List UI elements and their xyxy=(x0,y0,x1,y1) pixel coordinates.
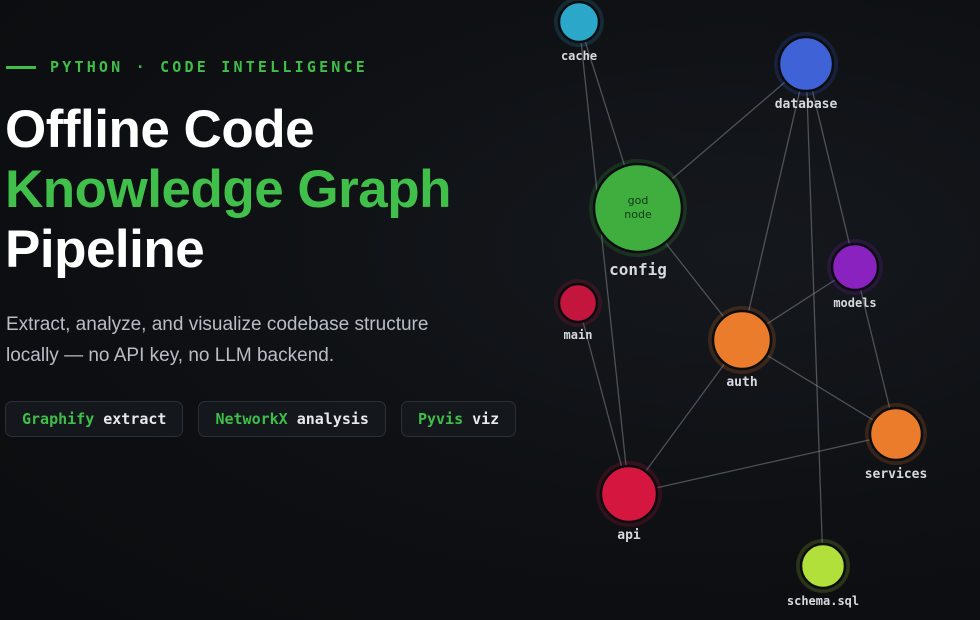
page-title: Offline Code Knowledge Graph Pipeline xyxy=(5,100,451,280)
edge-database-schema xyxy=(805,63,824,567)
node-main[interactable]: main xyxy=(554,279,602,342)
tool-chips: Graphify extract NetworkX analysis Pyvis… xyxy=(5,401,517,437)
chip-networkx[interactable]: NetworkX analysis xyxy=(198,401,386,437)
node-circle xyxy=(592,162,684,254)
title-line-3: Pipeline xyxy=(5,220,205,279)
node-cache[interactable]: cache xyxy=(554,0,604,63)
node-circle xyxy=(830,242,880,292)
edge-database-auth xyxy=(741,63,807,341)
description-line-2: locally — no API key, no LLM backend. xyxy=(6,345,335,366)
chip-label: extract xyxy=(103,410,167,428)
chip-label: analysis xyxy=(296,410,369,428)
edge-api-services xyxy=(628,433,897,495)
chip-graphify[interactable]: Graphify extract xyxy=(5,401,184,437)
edge-auth-api xyxy=(628,339,743,495)
edge-database-models xyxy=(805,63,856,268)
node-circle xyxy=(777,35,835,93)
edge-cache-api xyxy=(578,21,630,495)
eyebrow-rule xyxy=(6,65,36,69)
node-label: api xyxy=(617,528,641,543)
chip-label: viz xyxy=(472,410,500,428)
edge-models-services xyxy=(854,266,897,435)
node-inner-text: node xyxy=(624,208,652,221)
node-api[interactable]: api xyxy=(596,461,662,543)
description-line-1: Extract, analyze, and visualize codebase… xyxy=(6,314,429,335)
node-circle xyxy=(868,406,924,462)
node-label: models xyxy=(833,296,876,310)
title-line-2: Knowledge Graph xyxy=(5,160,451,219)
node-label: cache xyxy=(561,49,597,63)
title-line-1: Offline Code xyxy=(5,100,315,159)
node-label: schema.sql xyxy=(787,594,859,608)
node-circle xyxy=(711,309,773,371)
node-auth[interactable]: auth xyxy=(708,306,776,390)
chip-pyvis[interactable]: Pyvis viz xyxy=(400,401,517,437)
node-label: services xyxy=(865,467,928,482)
node-circle xyxy=(599,464,659,524)
eyebrow-text: PYTHON · CODE INTELLIGENCE xyxy=(50,58,368,76)
chip-keyword: Graphify xyxy=(22,410,95,428)
node-circle xyxy=(557,282,599,324)
node-label: main xyxy=(564,328,593,342)
node-database[interactable]: database xyxy=(774,32,838,112)
node-circle xyxy=(557,0,601,44)
node-models[interactable]: models xyxy=(827,239,883,310)
node-label: config xyxy=(609,260,667,279)
node-label: database xyxy=(775,97,838,112)
edge-main-api xyxy=(577,302,630,495)
chip-keyword: Pyvis xyxy=(417,410,464,428)
node-schema[interactable]: schema.sql xyxy=(787,539,859,608)
node-inner-text: god xyxy=(628,194,649,207)
description: Extract, analyze, and visualize codebase… xyxy=(6,309,476,371)
eyebrow: PYTHON · CODE INTELLIGENCE xyxy=(6,58,368,76)
node-label: auth xyxy=(726,375,757,390)
node-services[interactable]: services xyxy=(865,403,928,482)
chip-keyword: NetworkX xyxy=(215,410,288,428)
node-circle xyxy=(799,542,847,590)
